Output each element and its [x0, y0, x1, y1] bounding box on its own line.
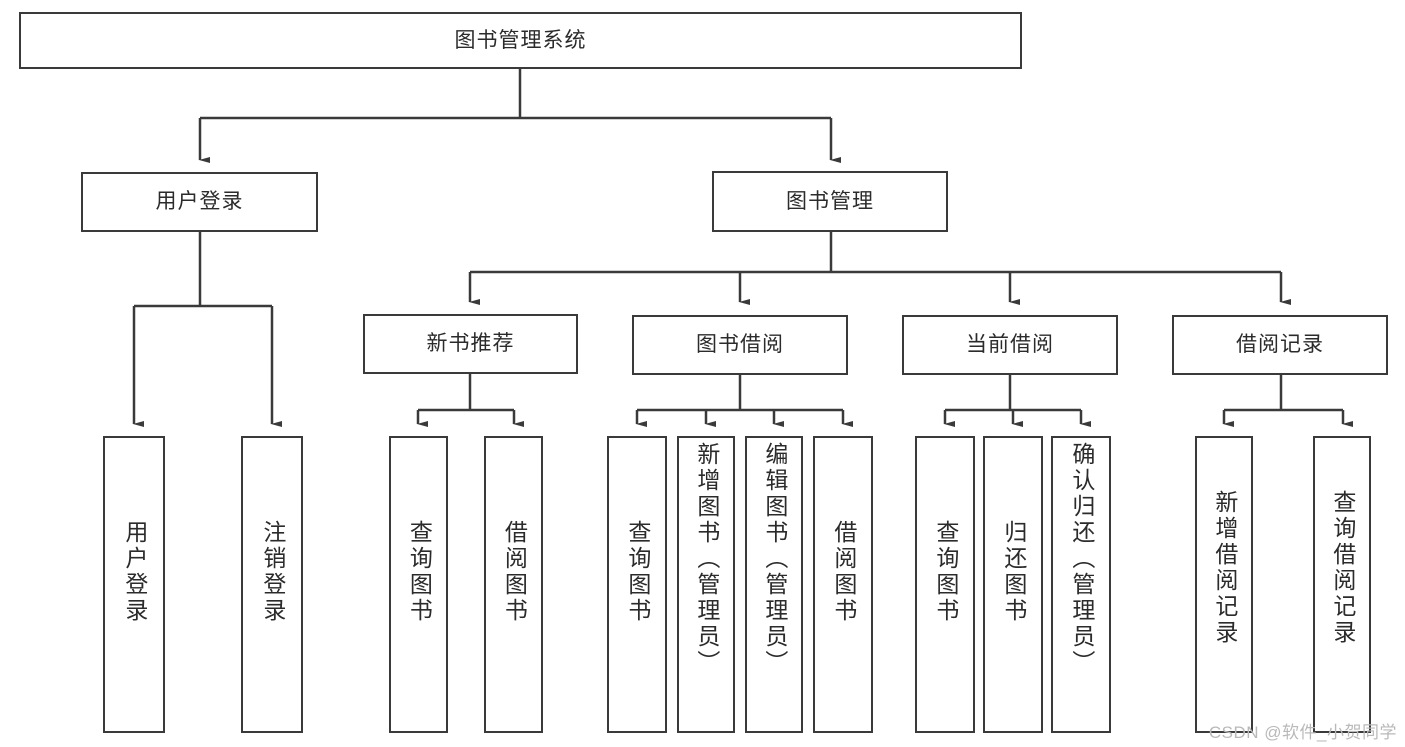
- node-leaf-borrow-book-2-label: 借阅图书: [830, 520, 857, 624]
- node-leaf-edit-book[interactable]: 编辑图书（管理员）: [745, 436, 803, 733]
- node-current-borrow[interactable]: 当前借阅: [902, 315, 1118, 375]
- node-current-borrow-label: 当前借阅: [966, 333, 1054, 357]
- node-leaf-query-book-3-label: 查询图书: [932, 520, 959, 624]
- node-leaf-add-record[interactable]: 新增借阅记录: [1195, 436, 1253, 733]
- node-leaf-query-book-1-label: 查询图书: [406, 520, 433, 624]
- node-leaf-query-book-2[interactable]: 查询图书: [607, 436, 667, 733]
- node-leaf-add-record-label: 新增借阅记录: [1211, 490, 1238, 646]
- node-borrow-record[interactable]: 借阅记录: [1172, 315, 1388, 375]
- node-leaf-query-book-1[interactable]: 查询图书: [389, 436, 448, 733]
- node-book-manage[interactable]: 图书管理: [712, 171, 948, 232]
- node-leaf-user-login[interactable]: 用户登录: [103, 436, 165, 733]
- node-borrow-record-label: 借阅记录: [1236, 333, 1324, 357]
- node-book-borrow-label: 图书借阅: [696, 333, 784, 357]
- node-book-borrow[interactable]: 图书借阅: [632, 315, 848, 375]
- node-root-label: 图书管理系统: [454, 28, 587, 52]
- node-leaf-logout-login-label: 注销登录: [259, 520, 286, 624]
- watermark-text: CSDN @软件_小贺同学: [1208, 723, 1397, 742]
- node-leaf-return-book[interactable]: 归还图书: [983, 436, 1043, 733]
- node-leaf-add-book-label: 新增图书（管理员）: [693, 442, 720, 676]
- node-leaf-edit-book-label: 编辑图书（管理员）: [761, 442, 788, 676]
- node-book-manage-label: 图书管理: [786, 189, 874, 213]
- node-leaf-borrow-book-1[interactable]: 借阅图书: [484, 436, 543, 733]
- node-leaf-user-login-label: 用户登录: [121, 520, 148, 624]
- node-leaf-query-record[interactable]: 查询借阅记录: [1313, 436, 1371, 733]
- node-leaf-query-record-label: 查询借阅记录: [1329, 490, 1356, 646]
- node-leaf-borrow-book-2[interactable]: 借阅图书: [813, 436, 873, 733]
- node-leaf-return-book-label: 归还图书: [1000, 520, 1027, 624]
- node-leaf-borrow-book-1-label: 借阅图书: [501, 520, 528, 624]
- node-user-login[interactable]: 用户登录: [81, 172, 318, 232]
- node-leaf-confirm-return-label: 确认归还（管理员）: [1068, 442, 1095, 676]
- node-new-book-recommend[interactable]: 新书推荐: [363, 314, 578, 374]
- node-leaf-query-book-2-label: 查询图书: [624, 520, 651, 624]
- node-leaf-query-book-3[interactable]: 查询图书: [915, 436, 975, 733]
- node-leaf-logout-login[interactable]: 注销登录: [241, 436, 303, 733]
- node-leaf-confirm-return[interactable]: 确认归还（管理员）: [1051, 436, 1111, 733]
- node-new-book-recommend-label: 新书推荐: [426, 332, 515, 356]
- node-user-login-label: 用户登录: [155, 190, 244, 214]
- node-root[interactable]: 图书管理系统: [19, 12, 1022, 69]
- node-leaf-add-book[interactable]: 新增图书（管理员）: [677, 436, 735, 733]
